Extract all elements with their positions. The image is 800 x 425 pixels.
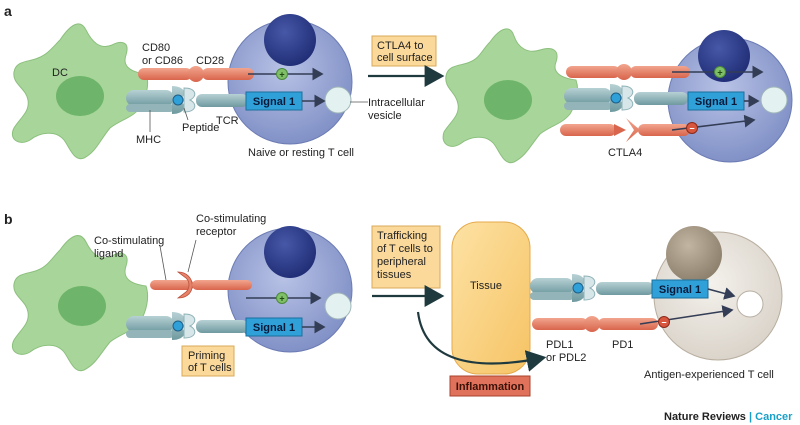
credit-separator: | [746,411,755,423]
plus-symbol-b: + [279,294,284,304]
trafficking-line4: tissues [377,269,412,281]
priming-line2: of T cells [188,362,232,374]
tissue-block [451,221,531,375]
journal-credit: Nature Reviews | Cancer [664,411,793,423]
signal1-label-a: Signal 1 [253,96,295,108]
cd80-label-line2: or CD86 [142,55,183,67]
priming-line1: Priming [188,350,225,362]
minus-icon-b [658,316,670,328]
panel-b-label: b [4,211,13,227]
mhc-tcr-complex-tissue [530,274,654,302]
trafficking-line3: peripheral [377,256,426,268]
ctla4-label: CTLA4 [608,147,642,159]
antigen-experienced-t-cell [653,226,783,361]
costim-receptor-line1: Co-stimulating [196,213,266,225]
ctla4-surface-box [371,35,437,67]
t-cell-nucleus-a [264,14,316,66]
mhc-tcr-complex-a [126,86,248,114]
ctla4-cd80-pair [560,118,690,142]
naive-t-cell [227,14,353,145]
plus-icon-b [276,292,288,304]
dendritic-cell-a [12,23,149,160]
costim-ligand-line2: ligand [94,248,123,260]
intracellular-label-line2: vesicle [368,110,402,122]
trafficking-box [371,225,441,289]
costim-ligand-receptor [150,271,252,299]
trafficking-line2: of T cells to [377,243,433,255]
mhc-label-a: MHC [136,134,161,146]
dendritic-cell-a-right [442,28,579,164]
pdl1-line1: PDL1 [546,339,574,351]
inflammation-arrow [416,311,547,372]
signal1-label-b-right: Signal 1 [659,284,701,296]
priming-box [181,345,235,377]
minus-symbol-b: − [661,318,666,328]
plus-symbol-a: + [279,70,284,80]
tissue-label: Tissue [470,280,502,292]
intracellular-vesicle [324,86,352,114]
minus-icon-a [686,122,698,134]
inflammation-box [449,375,531,397]
peptide-label-a: Peptide [182,122,219,134]
plus-icon [276,68,288,80]
minus-symbol-a: − [689,124,694,134]
peptide-icon-a [172,94,184,106]
dc-nucleus-a [56,76,104,116]
credit-journal: Nature Reviews [664,411,746,423]
cd80-cd28-pair [138,66,254,82]
plus-symbol-a-right: + [717,68,722,78]
signal1-label-a-right: Signal 1 [695,96,737,108]
cd80-cd28-pair-right [566,64,690,80]
dendritic-cell-b [12,235,149,372]
ctla4-surface-line1: CTLA4 to [377,40,423,52]
ctla4-surface-line2: cell surface [377,52,433,64]
dc-label-a: DC [52,67,68,79]
naive-t-cell-label: Naive or resting T cell [248,147,354,159]
costim-receptor-line2: receptor [196,226,237,238]
trafficking-line1: Trafficking [377,230,427,242]
cd28-label: CD28 [196,55,224,67]
credit-section: Cancer [755,411,793,423]
cd80-label-line1: CD80 [142,42,170,54]
intracellular-label-line1: Intracellular [368,97,425,109]
panel-a-label: a [4,3,12,19]
tcr-label-a: TCR [216,115,239,127]
inflammation-label: Inflammation [456,381,525,393]
antigen-experienced-label: Antigen-experienced T cell [644,369,774,381]
costim-ligand-line1: Co-stimulating [94,235,164,247]
pdl1-pd1-pair [532,316,658,332]
mhc-tcr-complex-a-right [564,84,688,112]
plus-icon-right [714,66,726,78]
pd1-label: PD1 [612,339,633,351]
mhc-tcr-complex-b [126,312,248,340]
pdl1-line2: or PDL2 [546,352,586,364]
signal1-label-b: Signal 1 [253,322,295,334]
